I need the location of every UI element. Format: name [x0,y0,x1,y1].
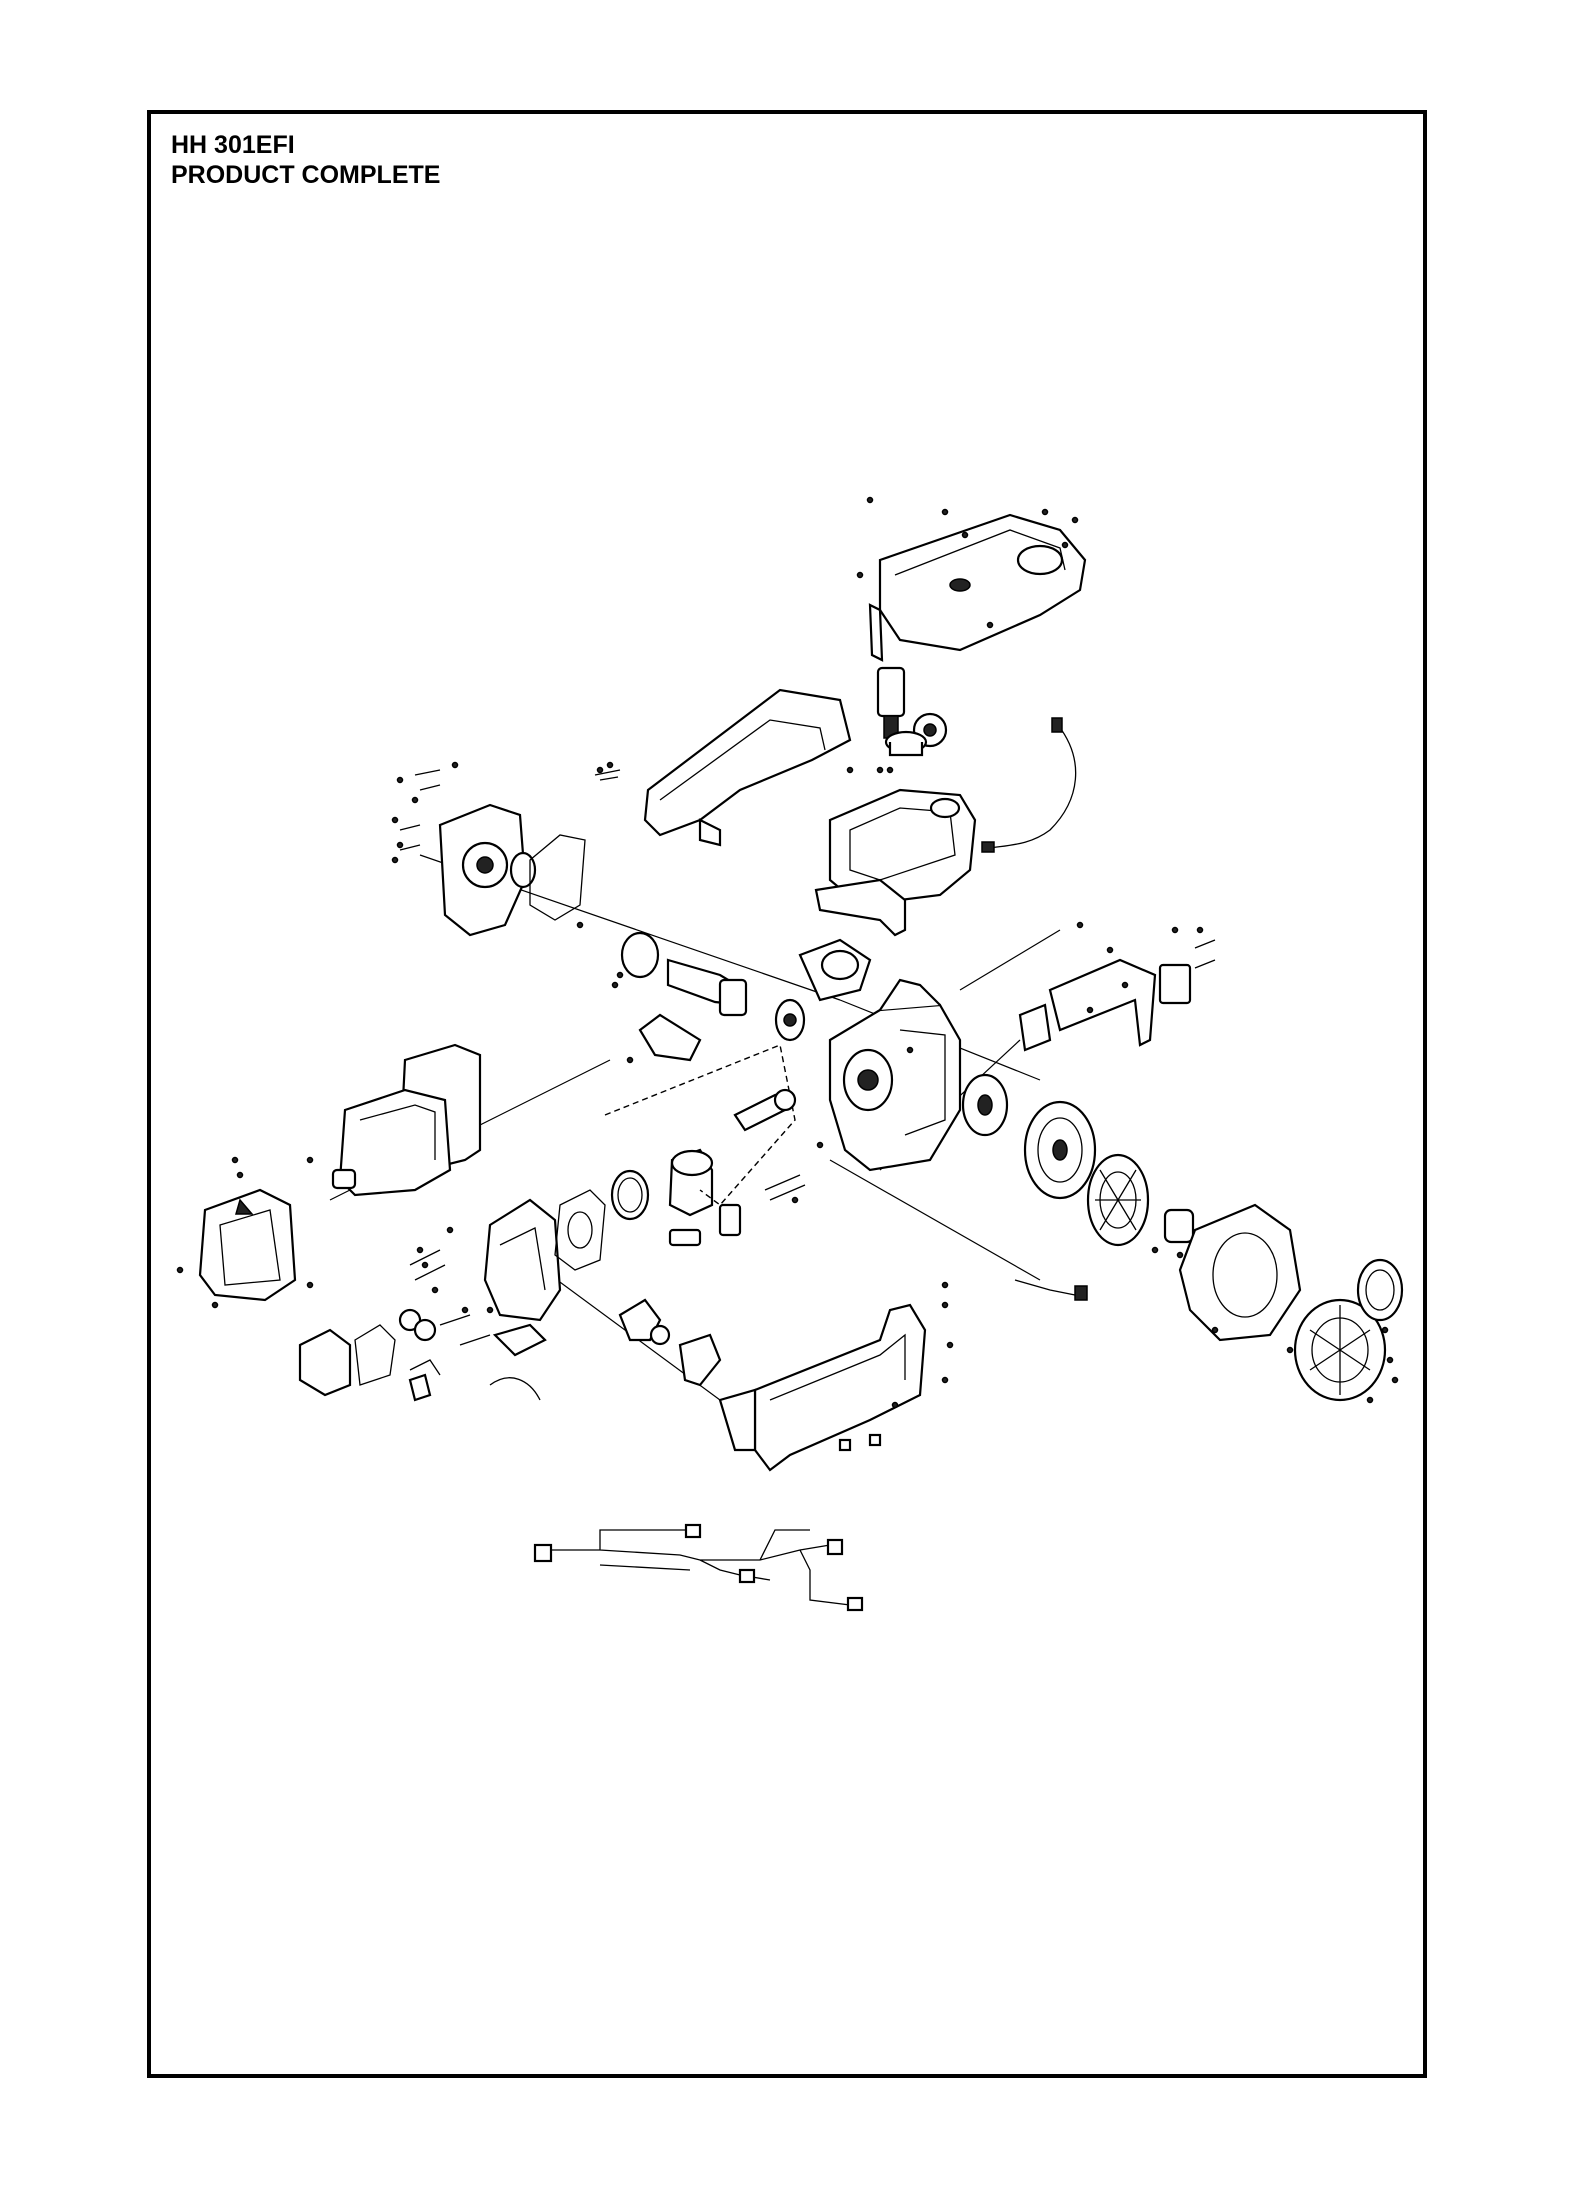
ecu-bracket [1018,958,1192,1052]
piston [668,1148,714,1217]
engine-block [828,978,962,1172]
sensor-cable [981,717,1077,853]
stator-plate [961,1073,1009,1137]
fan-housing [1178,1203,1302,1342]
fuel-tank-cover [868,513,1087,662]
cooling-fan [1086,1153,1150,1247]
crankcase-gasket [529,834,586,921]
head-gasket [554,1189,606,1271]
starter-motor [798,938,872,1002]
rocker-arms [398,1308,441,1376]
fuel-cap [884,730,928,757]
fasteners [176,496,1399,1452]
muffler [331,1088,452,1197]
piston-rings [610,1169,650,1221]
ignition-lead [1014,1279,1088,1301]
crankcase-cover [438,803,537,937]
flywheel [1023,1100,1097,1200]
crankshaft-assembly [620,931,806,1042]
starter-cup [1163,1208,1195,1244]
drawing-subtitle: PRODUCT COMPLETE [171,161,441,189]
rocker-cover [298,1324,396,1397]
wiring-harness [533,1523,864,1612]
valve-train [668,1174,806,1247]
drawing-frame: HH 301EFI PRODUCT COMPLETE [147,110,1427,2078]
muffler-cover [198,1188,297,1302]
model-title: HH 301EFI [171,131,295,159]
cylinder-head [483,1198,562,1322]
title-block: HH 301EFI PRODUCT COMPLETE [171,130,440,190]
fuel-hose [408,1373,432,1402]
recoil-gasket [1356,1258,1404,1322]
fuel-tank [814,788,977,937]
recoil-starter [1293,1298,1387,1402]
connecting-rod-group [604,1044,797,1206]
spark-plug-lead [489,1323,547,1401]
lower-frame-panel [718,1303,927,1472]
breather-cover [638,1013,702,1062]
upper-frame-panel [643,688,852,847]
throttle-body [618,1298,722,1387]
